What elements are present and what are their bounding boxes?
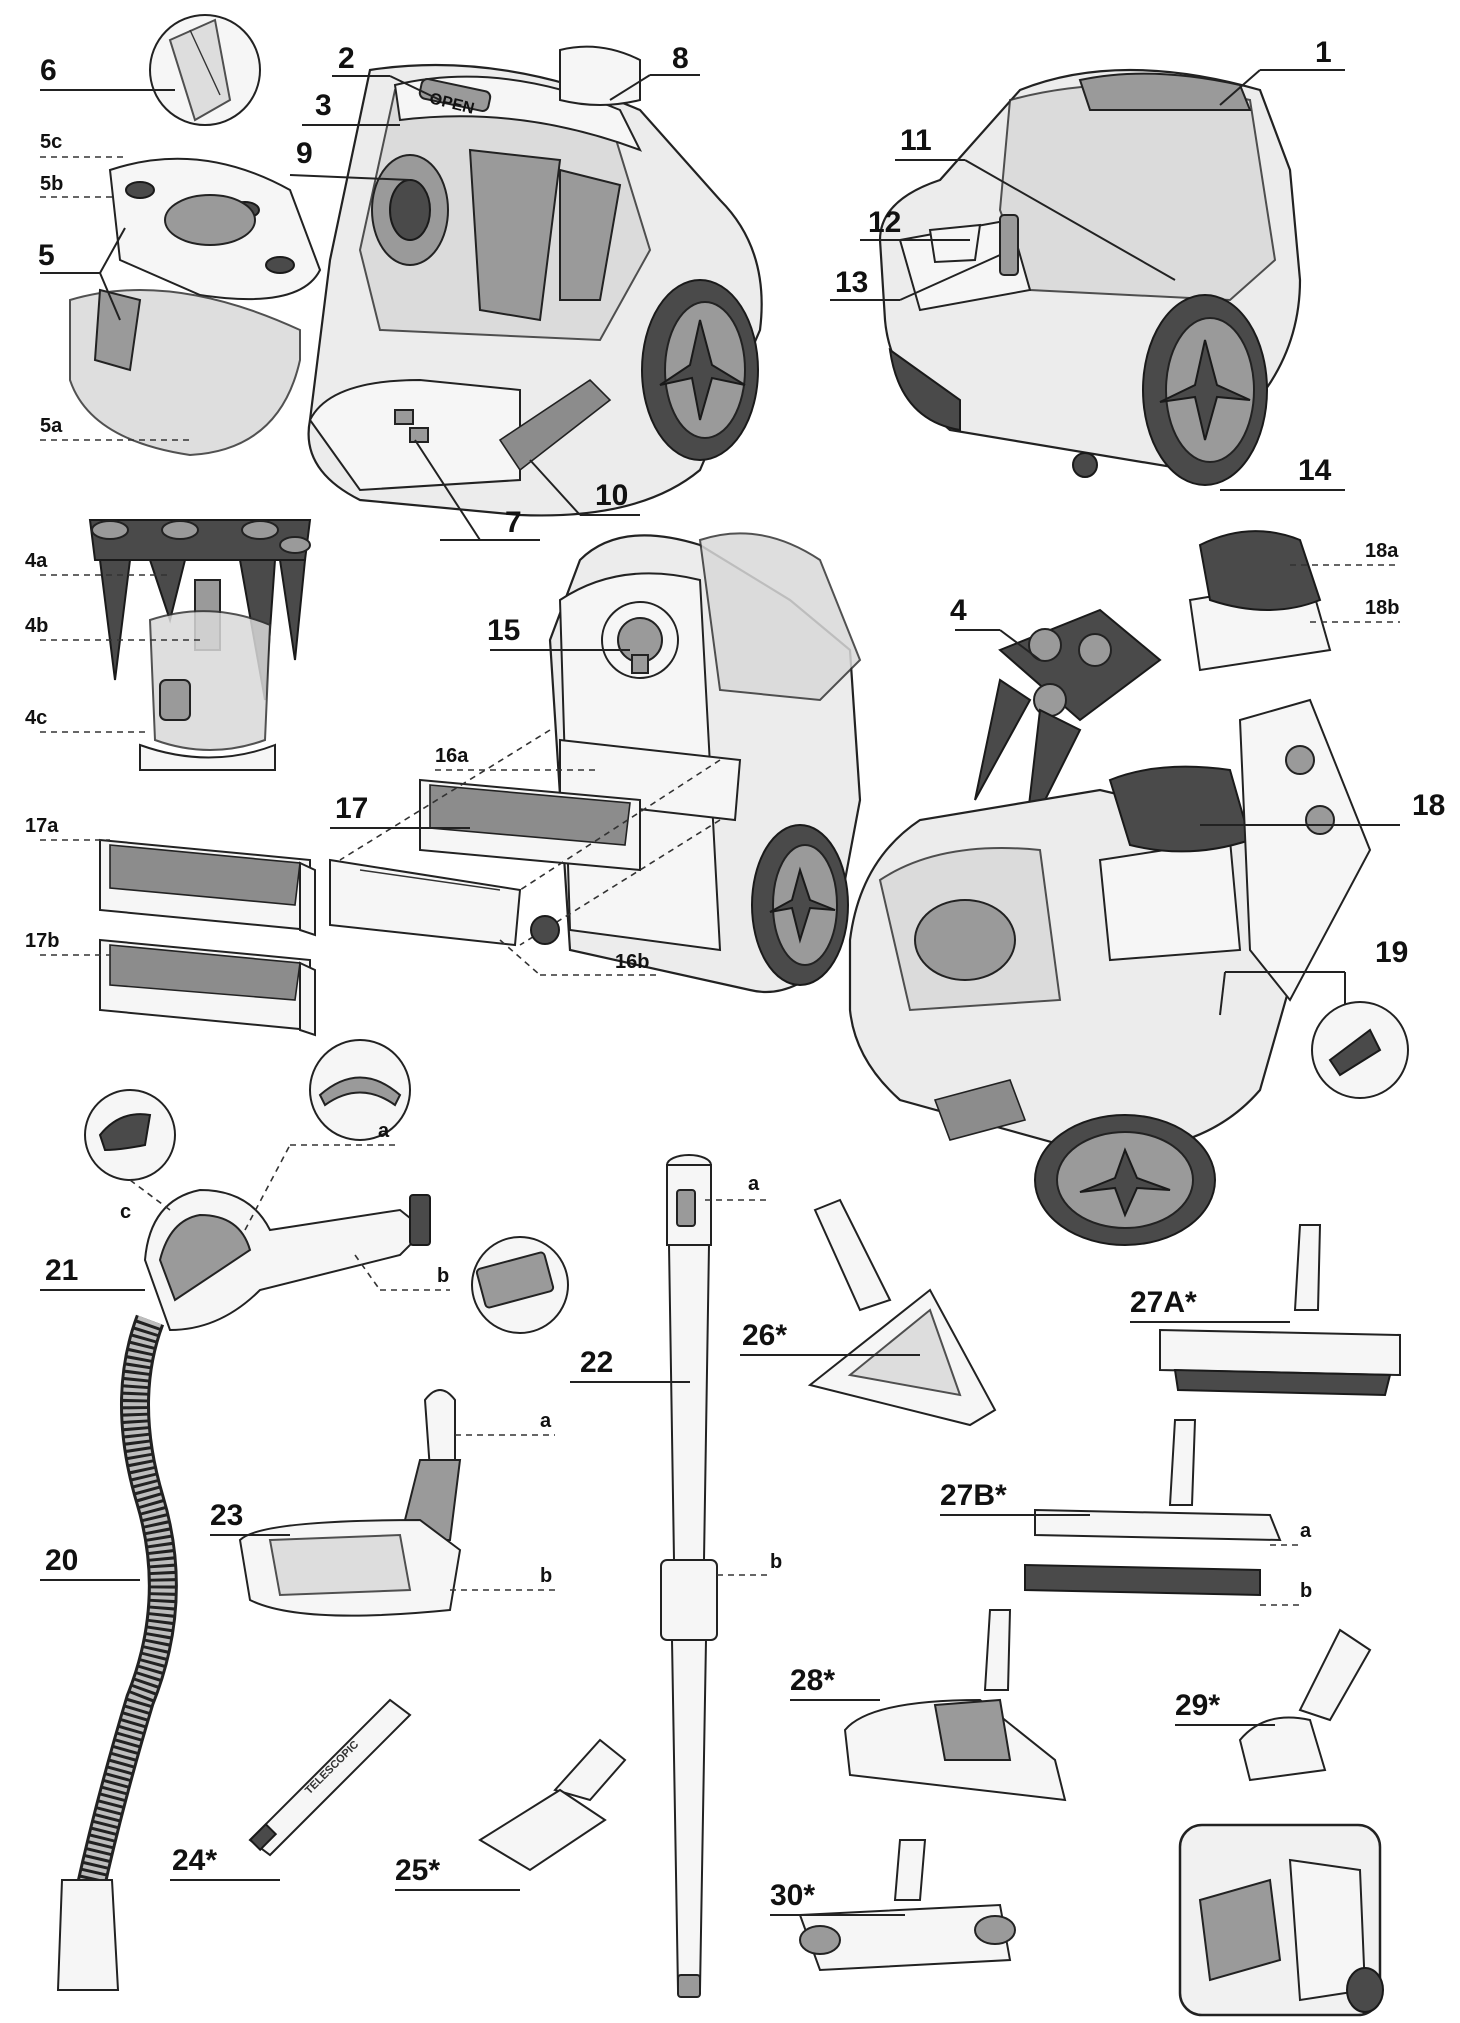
filter-17b (99, 938, 316, 1037)
label-1: 1 (1315, 36, 1332, 69)
label-23: 23 (210, 1499, 243, 1532)
label-21: 21 (45, 1254, 78, 1287)
mini-turbo-29 (1238, 1628, 1372, 1782)
label-16b: 16b (615, 951, 649, 973)
turbo-nozzle-28 (843, 1609, 1067, 1802)
label-27B: 27B* (940, 1479, 1007, 1512)
label-30: 30* (770, 1879, 815, 1912)
label-27Ba: a (1300, 1520, 1312, 1542)
label-12: 12 (868, 206, 901, 239)
label-5b: 5b (40, 173, 63, 195)
label-4: 4 (950, 594, 967, 627)
triangle-nozzle-26 (807, 1198, 997, 1427)
label-21a: a (378, 1120, 390, 1142)
label-4a: 4a (25, 550, 48, 572)
floor-brush-27B (1024, 1419, 1282, 1597)
label-27A: 27A* (1130, 1286, 1197, 1319)
label-2: 2 (338, 42, 355, 75)
part-4-cyclone-exploded (88, 519, 312, 771)
part-5-container (69, 157, 322, 457)
label-3: 3 (315, 89, 332, 122)
crevice-tool-24: TELESCOPIC (248, 1698, 412, 1857)
label-21b: b (437, 1265, 449, 1287)
label-21c: c (120, 1201, 131, 1223)
vacuum-closed-view (878, 68, 1302, 486)
label-24: 24* (172, 1844, 217, 1877)
floor-nozzle-23 (238, 1389, 462, 1617)
label-15: 15 (487, 614, 520, 647)
label-22b: b (770, 1551, 782, 1573)
label-18b: 18b (1365, 597, 1399, 619)
label-27Bb: b (1300, 1580, 1312, 1602)
brush-27A (1159, 1224, 1401, 1397)
label-17a: 17a (25, 815, 59, 837)
label-20: 20 (45, 1544, 78, 1577)
label-6: 6 (40, 54, 57, 87)
label-13: 13 (835, 266, 868, 299)
leader-lines (40, 69, 1400, 1916)
vacuum-rear-view (329, 532, 862, 994)
label-23b: b (540, 1565, 552, 1587)
callout-labels: 1 2 3 4 4a 4b 4c 5 5a 5b 5c 6 7 8 9 10 1… (25, 36, 1445, 1912)
label-18a: 18a (1365, 540, 1399, 562)
label-10: 10 (595, 479, 628, 512)
hose-handle-21 (84, 1039, 569, 1334)
part-19-detail (1311, 1001, 1409, 1099)
label-11: 11 (900, 124, 932, 157)
label-5c: 5c (40, 131, 62, 153)
label-28: 28* (790, 1664, 835, 1697)
telescopic-tube-22 (660, 1154, 718, 1998)
label-17: 17 (335, 792, 368, 825)
hose-20 (56, 1314, 178, 1991)
label-22: 22 (580, 1346, 613, 1379)
label-8: 8 (672, 42, 689, 75)
label-16a: 16a (435, 745, 469, 767)
label-4b: 4b (25, 615, 48, 637)
label-9: 9 (296, 137, 313, 170)
upholstery-tool-25 (478, 1738, 627, 1872)
accessory-holder-30 (798, 1839, 1016, 1972)
label-23a: a (540, 1410, 552, 1432)
label-5: 5 (38, 239, 55, 272)
label-22a: a (748, 1173, 760, 1195)
storage-inset (1178, 1823, 1384, 2017)
label-17b: 17b (25, 930, 59, 952)
vacuum-open-filter-view (848, 698, 1372, 1246)
part-6-detail (149, 14, 261, 126)
label-29: 29* (1175, 1689, 1220, 1722)
label-7: 7 (505, 506, 522, 539)
vacuum-open-view: OPEN (307, 45, 763, 517)
filter-18-exploded (1188, 530, 1332, 672)
label-5a: 5a (40, 415, 63, 437)
label-25: 25* (395, 1854, 440, 1887)
filter-17a (99, 838, 316, 937)
label-4c: 4c (25, 707, 47, 729)
label-26: 26* (742, 1319, 787, 1352)
label-18: 18 (1412, 789, 1445, 822)
label-14: 14 (1298, 454, 1332, 487)
label-19: 19 (1375, 936, 1408, 969)
